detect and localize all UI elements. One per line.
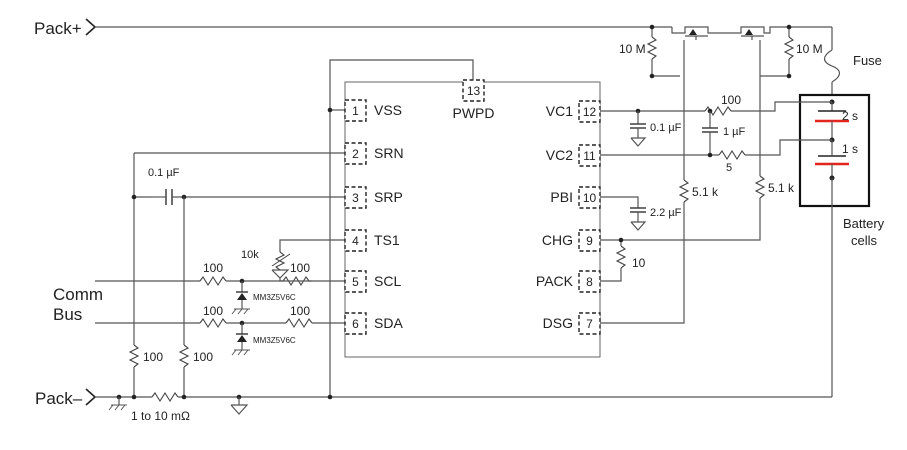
charge-mosfet bbox=[671, 26, 724, 40]
ntc-value: 10k bbox=[241, 249, 259, 261]
sense-capacitor-value: 0.1 µF bbox=[148, 167, 180, 179]
ic-pin-number: 5 bbox=[352, 275, 359, 289]
filter-resistor-left bbox=[128, 344, 140, 368]
pbi-capacitor-value: 2.2 µF bbox=[650, 207, 682, 219]
gate-resistor-right-value: 10 M bbox=[796, 42, 823, 56]
ic-pin-name: VC1 bbox=[546, 103, 573, 119]
vc2-resistor-value: 5 bbox=[726, 162, 732, 174]
comm-bus-label-line1: Comm bbox=[53, 285, 103, 304]
ic-pin-name: SDA bbox=[374, 315, 403, 331]
chg-resistor bbox=[754, 175, 766, 199]
pack-minus-terminal: Pack– bbox=[35, 388, 97, 408]
battery-box bbox=[798, 93, 871, 208]
ic-pin-pwpd-name: PWPD bbox=[453, 105, 495, 121]
pack-plus-terminal: Pack+ bbox=[34, 18, 97, 38]
ic-pin-name: SRP bbox=[374, 189, 403, 205]
chg-resistor-value: 5.1 k bbox=[768, 181, 795, 195]
zener-sda-label: MM3Z5V6C bbox=[253, 336, 296, 345]
ic-pin-name: VSS bbox=[374, 102, 402, 118]
dsg-resistor-value: 5.1 k bbox=[692, 185, 719, 199]
ic-pin-number: 1 bbox=[352, 104, 359, 118]
sda-series-resistor bbox=[285, 317, 313, 329]
ic-pin-ts1: 4 TS1 bbox=[344, 229, 400, 252]
pack-resistor-value: 10 bbox=[632, 256, 646, 270]
ic-pin-vc2: 11 VC2 bbox=[546, 144, 601, 167]
sda-resistor bbox=[199, 317, 227, 329]
pack-resistor bbox=[615, 245, 627, 269]
ntc-series-resistor-value: 100 bbox=[290, 261, 310, 275]
scl-resistor bbox=[199, 275, 227, 287]
vc1-resistor-value: 100 bbox=[721, 93, 741, 107]
filter-resistor-right-value: 100 bbox=[193, 350, 213, 364]
fuse-symbol bbox=[823, 49, 841, 83]
discharge-mosfet bbox=[724, 26, 832, 40]
pwpd-wire bbox=[329, 59, 474, 397]
ic-pin-pwpd-number: 13 bbox=[467, 84, 481, 98]
zener-scl bbox=[237, 293, 247, 300]
ntc-series-resistor bbox=[282, 275, 310, 287]
ic-pin-name: SRN bbox=[374, 145, 404, 161]
ic-pin-name: SCL bbox=[374, 273, 401, 289]
ic-pin-srn: 2 SRN bbox=[344, 142, 404, 165]
ic-pin-number: 3 bbox=[352, 191, 359, 205]
ground-symbol bbox=[230, 404, 249, 415]
ic-pin-name: VC2 bbox=[546, 147, 573, 163]
ic-pin-number: 7 bbox=[586, 317, 593, 331]
ic-pin-number: 12 bbox=[583, 105, 597, 119]
filter-resistor-right bbox=[178, 344, 190, 368]
vc1-resistor bbox=[704, 105, 732, 117]
vc1-vc2-capacitor-value: 1 µF bbox=[723, 126, 746, 138]
filter-resistor-left-value: 100 bbox=[143, 350, 163, 364]
sense-resistor bbox=[151, 391, 179, 403]
ic-pin-name: TS1 bbox=[374, 232, 400, 248]
ic-pin-name: PBI bbox=[550, 189, 573, 205]
dsg-resistor bbox=[678, 179, 690, 203]
ic-pin-name: DSG bbox=[543, 315, 573, 331]
ic-pin-srp: 3 SRP bbox=[344, 186, 403, 209]
cell-2-label: 2 s bbox=[842, 109, 858, 123]
scl-resistor-value: 100 bbox=[203, 261, 223, 275]
vc2-resistor bbox=[718, 149, 746, 161]
ic-pin-dsg: 7 DSG bbox=[543, 312, 601, 335]
ic-pin-pbi: 10 PBI bbox=[550, 186, 601, 209]
ic-pin-pack: 8 PACK bbox=[536, 270, 601, 293]
gate-resistor-left bbox=[646, 36, 658, 60]
ic-pin-number: 10 bbox=[583, 191, 597, 205]
battery-label-line2: cells bbox=[851, 233, 878, 248]
pack-plus-label: Pack+ bbox=[34, 19, 82, 38]
ic-pin-scl: 5 SCL bbox=[344, 270, 401, 293]
vc1-capacitor-value: 0.1 µF bbox=[650, 122, 682, 134]
ic-pin-vss: 1 VSS bbox=[344, 99, 402, 122]
ic-pin-vc1: 12 VC1 bbox=[546, 100, 601, 123]
ic-pin-chg: 9 CHG bbox=[542, 229, 601, 252]
cell-1-label: 1 s bbox=[842, 142, 858, 156]
comm-bus-label-line2: Bus bbox=[53, 305, 82, 324]
zener-scl-label: MM3Z5V6C bbox=[253, 293, 296, 302]
sense-resistor-value: 1 to 10 mΩ bbox=[131, 409, 190, 423]
ic-pin-number: 4 bbox=[352, 234, 359, 248]
zener-sda bbox=[237, 335, 247, 342]
sda-series-resistor-value: 100 bbox=[290, 304, 310, 318]
fuse-label: Fuse bbox=[853, 53, 882, 68]
ic-pin-number: 8 bbox=[586, 275, 593, 289]
ic-pin-number: 2 bbox=[352, 147, 359, 161]
gate-resistor-left-value: 10 M bbox=[619, 42, 646, 56]
ic-pin-number: 11 bbox=[583, 149, 596, 163]
ic-pin-sda: 6 SDA bbox=[344, 312, 403, 335]
ic-pin-name: CHG bbox=[542, 232, 573, 248]
ic-pin-pwpd: 13 PWPD bbox=[453, 79, 495, 121]
gate-resistor-right bbox=[783, 36, 795, 60]
ic-pin-name: PACK bbox=[536, 273, 574, 289]
ic-pin-number: 9 bbox=[586, 234, 593, 248]
ic-pin-number: 6 bbox=[352, 317, 359, 331]
battery-label-line1: Battery bbox=[843, 216, 885, 231]
pack-minus-label: Pack– bbox=[35, 389, 83, 408]
sda-resistor-value: 100 bbox=[203, 304, 223, 318]
